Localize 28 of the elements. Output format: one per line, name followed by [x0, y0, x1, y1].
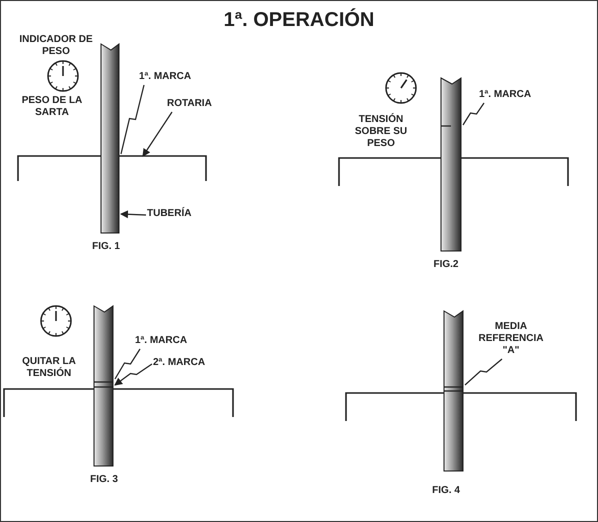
mark-label: 2ª. MARCA — [153, 357, 206, 369]
state-label: TENSIÓN SOBRE SU PESO — [354, 114, 408, 150]
mark-label: 1ª. MARCA — [135, 335, 188, 347]
leader-line — [464, 358, 502, 386]
mark-label: 1ª. MARCA — [479, 89, 532, 101]
mark-label: 1ª. MARCA — [139, 71, 192, 83]
state-label: QUITAR LA TENSIÓN — [21, 356, 77, 380]
pipe-drawing — [440, 77, 462, 252]
leader-line — [120, 84, 145, 154]
figure-caption: FIG. 4 — [431, 485, 461, 497]
pipe-drawing — [100, 43, 120, 234]
rotary-table — [17, 155, 207, 181]
part-label: TUBERÍA — [147, 208, 192, 220]
pipe-drawing — [444, 310, 464, 472]
pipe-drawing — [94, 305, 114, 466]
leader-line — [462, 102, 484, 126]
arrow — [120, 210, 146, 218]
figure-caption: FIG.2 — [432, 259, 460, 271]
gauge-label: INDICADOR DE PESO — [18, 34, 94, 58]
figure-caption: FIG. 3 — [89, 474, 119, 486]
state-label: PESO DE LA SARTA — [21, 95, 83, 119]
figure-caption: FIG. 1 — [91, 241, 121, 253]
mark-label: MEDIA REFERENCIA "A" — [469, 321, 553, 357]
arrow — [114, 364, 152, 386]
title: 1ª. OPERACIÓN — [222, 9, 376, 32]
arrow — [142, 112, 172, 157]
part-label: ROTARIA — [167, 98, 212, 110]
leader-line — [114, 348, 140, 380]
